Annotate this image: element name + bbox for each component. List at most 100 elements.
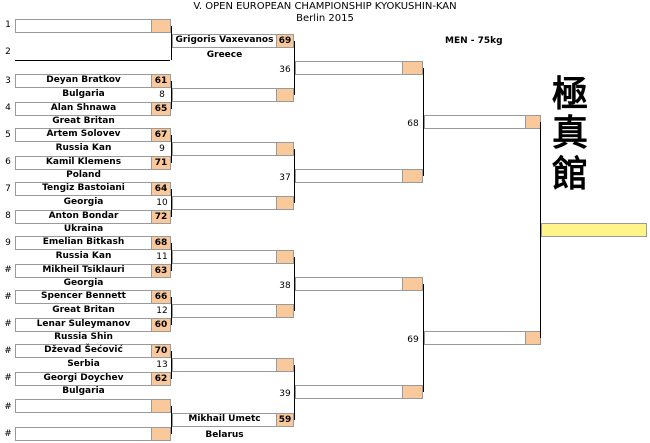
score-cell xyxy=(151,427,171,441)
bracket-line xyxy=(15,60,170,61)
match-number: 69 xyxy=(407,335,419,345)
bracket-line xyxy=(294,41,295,95)
score-cell: 59 xyxy=(276,413,294,427)
bracket-line xyxy=(171,135,172,163)
match-number: 13 xyxy=(156,360,168,370)
seed-number: # xyxy=(4,319,12,329)
score-cell: 63 xyxy=(151,264,171,278)
fighter-name: Mikheil Tsiklauri xyxy=(42,265,125,275)
fighter-country: Russia Shin xyxy=(54,332,113,342)
score-cell: 70 xyxy=(151,344,171,358)
match-number: 38 xyxy=(279,281,291,291)
score-cell xyxy=(402,277,423,291)
fighter-slot xyxy=(172,250,277,264)
seed-number: 9 xyxy=(5,238,11,248)
seed-number: 3 xyxy=(5,76,11,86)
fighter-name: Dževad Šećović xyxy=(44,345,123,355)
bracket-line xyxy=(294,365,295,420)
fighter-slot xyxy=(295,61,403,75)
tournament-subtitle: Berlin 2015 xyxy=(296,13,354,24)
fighter-country: Georgia xyxy=(63,278,104,288)
entry-slot-empty xyxy=(15,427,152,441)
score-cell: 65 xyxy=(151,102,171,116)
fighter-slot xyxy=(295,169,403,183)
bracket-line xyxy=(294,257,295,311)
score-cell xyxy=(276,196,294,210)
score-cell xyxy=(151,399,171,413)
kanji-kyoku: 極 xyxy=(552,73,589,115)
fighter-country: Great Britan xyxy=(52,116,115,126)
match-number: 12 xyxy=(156,306,168,316)
seed-number: # xyxy=(4,402,12,412)
bracket-line xyxy=(423,68,424,176)
bracket-line xyxy=(171,81,172,109)
fighter-name: Deyan Bratkov xyxy=(46,75,121,85)
fighter-country: Belarus xyxy=(205,430,244,440)
seed-number: 1 xyxy=(5,20,11,30)
score-cell: 69 xyxy=(276,34,294,48)
entry-slot-empty xyxy=(15,19,152,33)
fighter-slot xyxy=(172,142,277,156)
score-cell xyxy=(276,358,294,372)
seed-number: 6 xyxy=(5,157,11,167)
bracket-line xyxy=(423,284,424,392)
bracket-line xyxy=(294,149,295,203)
match-number: 9 xyxy=(159,144,165,154)
bracket-line xyxy=(171,297,172,325)
score-cell: 61 xyxy=(151,74,171,88)
seed-number: # xyxy=(4,292,12,302)
tournament-title: V. OPEN EUROPEAN CHAMPIONSHIP KYOKUSHIN-… xyxy=(193,1,457,12)
bracket-line xyxy=(171,189,172,217)
fighter-slot xyxy=(172,304,277,318)
match-number: 68 xyxy=(407,119,419,129)
kanji-shin: 真 xyxy=(552,112,589,154)
match-number: 36 xyxy=(279,65,291,75)
fighter-slot xyxy=(172,88,277,102)
fighter-name: Tengiz Bastoiani xyxy=(42,183,125,193)
fighter-country: Georgia xyxy=(63,197,104,207)
match-number: 10 xyxy=(156,198,168,208)
fighter-slot xyxy=(172,358,277,372)
score-cell xyxy=(402,61,423,75)
score-cell: 71 xyxy=(151,156,171,170)
match-number: 8 xyxy=(159,90,165,100)
champion-slot xyxy=(541,223,647,237)
fighter-slot xyxy=(424,115,526,129)
score-cell xyxy=(276,88,294,102)
fighter-country: Bulgaria xyxy=(62,89,105,99)
fighter-name: Kamil Klemens xyxy=(45,157,122,167)
bracket-line xyxy=(171,406,172,434)
score-cell xyxy=(276,142,294,156)
fighter-country: Greece xyxy=(206,50,243,60)
fighter-slot xyxy=(295,385,403,399)
fighter-name: Emelian Bitkash xyxy=(42,237,125,247)
fighter-name: Alan Shnawa xyxy=(50,103,117,113)
fighter-slot xyxy=(172,196,277,210)
score-cell: 72 xyxy=(151,210,171,224)
fighter-name: Spencer Bennett xyxy=(41,291,126,301)
score-cell: 62 xyxy=(151,372,171,386)
match-number: 37 xyxy=(279,173,291,183)
seed-number: # xyxy=(4,265,12,275)
fighter-country: Ukraina xyxy=(63,224,104,234)
fighter-country: Great Britan xyxy=(52,305,115,315)
score-cell: 60 xyxy=(151,318,171,332)
seed-number: 5 xyxy=(5,130,11,140)
score-cell: 66 xyxy=(151,290,171,304)
score-cell: 68 xyxy=(151,236,171,250)
bracket-line xyxy=(540,122,541,338)
fighter-name: Grigoris Vaxevanos xyxy=(175,35,274,45)
kanji-kan: 館 xyxy=(552,153,589,195)
fighter-country: Bulgaria xyxy=(62,386,105,396)
fighter-name: Georgi Doychev xyxy=(43,373,124,383)
bracket-line xyxy=(171,351,172,379)
score-cell xyxy=(402,385,423,399)
seed-number: # xyxy=(4,373,12,383)
seed-number: 7 xyxy=(5,184,11,194)
bracket-line xyxy=(171,243,172,271)
score-cell: 64 xyxy=(151,182,171,196)
score-cell xyxy=(525,331,541,345)
fighter-name: Anton Bondar xyxy=(48,211,119,221)
fighter-country: Russia Kan xyxy=(55,251,112,261)
fighter-country: Russia Kan xyxy=(55,143,112,153)
